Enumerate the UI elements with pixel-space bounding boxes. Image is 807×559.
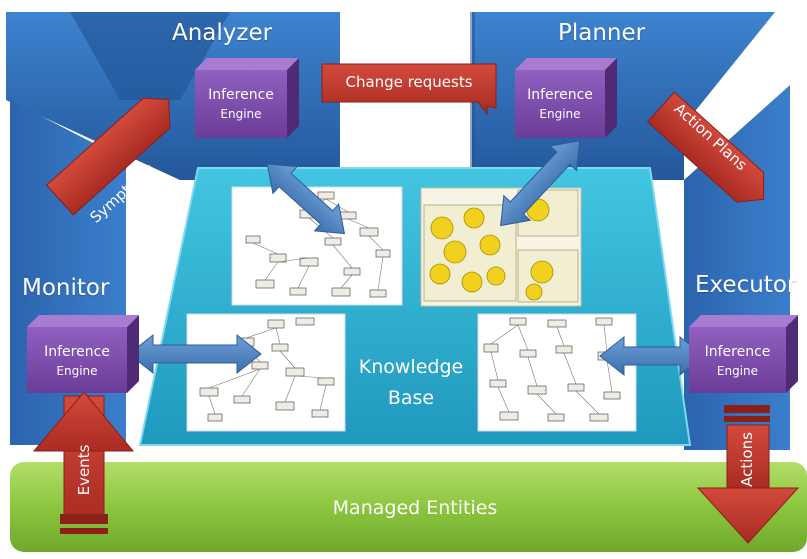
engine-label-line2: Engine	[539, 107, 581, 121]
executor-engine-label: Inference Engine	[689, 343, 786, 381]
engine-label-line1: Inference	[704, 344, 771, 360]
executor-engine-cube	[689, 315, 798, 393]
engine-label-line2: Engine	[56, 364, 98, 378]
connector-planner-kb	[500, 140, 581, 227]
action-plans-banner	[646, 91, 765, 203]
symptoms-banner	[45, 97, 171, 216]
engine-label-line2: Engine	[716, 364, 759, 378]
analyzer-engine-label: Inference Engine	[195, 86, 287, 124]
analyzer-notch	[70, 12, 230, 100]
connector-analyzer-kb	[266, 163, 346, 235]
engine-label-line1: Inference	[208, 87, 274, 103]
knowledge-base-line1: Knowledge	[358, 356, 464, 378]
events-label: Events	[75, 444, 93, 496]
planner-engine-label: Inference Engine	[515, 86, 605, 124]
events-arrow	[32, 391, 135, 534]
analyzer-engine-cube	[195, 58, 299, 138]
engine-label-line1: Inference	[527, 87, 593, 103]
managed-entities-label: Managed Entities	[332, 497, 498, 519]
engine-label-line1: Inference	[44, 344, 110, 360]
managed-entities-bar	[10, 462, 807, 552]
knowledge-base-label: Knowledge Base	[348, 352, 474, 414]
kb-thumbnail-top-left	[231, 186, 403, 306]
kb-thumbnail-bottom-right	[477, 313, 637, 432]
change-requests-banner	[321, 63, 497, 116]
monitor-engine-label: Inference Engine	[27, 343, 127, 381]
monitor-engine-cube	[27, 315, 139, 393]
connector-executor-kb	[599, 335, 705, 377]
actions-arrow	[696, 405, 800, 544]
kb-thumbnail-top-right	[420, 187, 582, 307]
engine-label-line2: Engine	[220, 107, 262, 121]
actions-label: Actions	[738, 432, 756, 487]
knowledge-base-line2: Base	[387, 387, 435, 409]
kb-thumbnail-bottom-left	[186, 313, 346, 432]
planner-engine-cube	[515, 58, 617, 138]
